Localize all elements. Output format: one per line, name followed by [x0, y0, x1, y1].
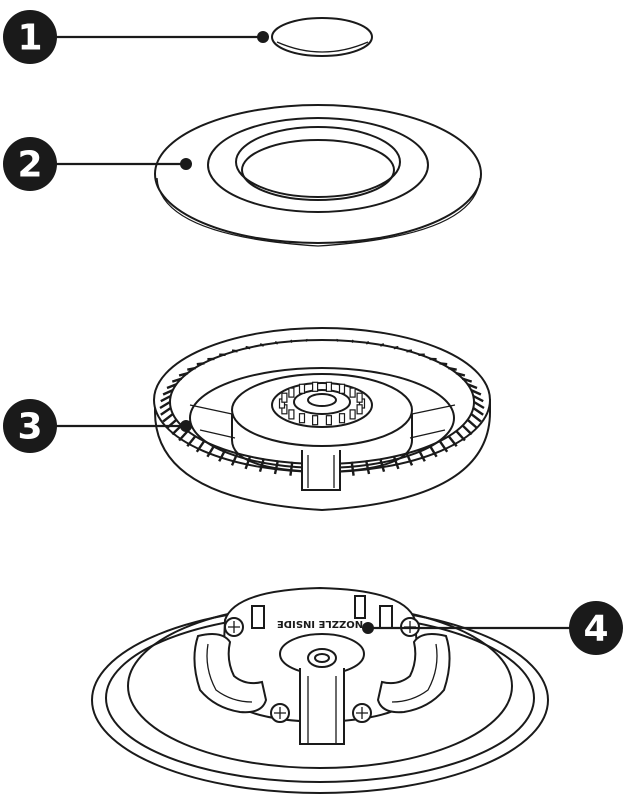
crown-port: [288, 409, 295, 420]
crown-tooth: [392, 455, 400, 470]
crown-tooth: [289, 461, 294, 476]
crown-port: [325, 381, 332, 392]
callout-3: 3: [3, 399, 192, 453]
crown-tooth: [448, 366, 457, 371]
crown-tooth: [244, 455, 252, 470]
crown-tooth: [438, 440, 449, 453]
crown-tooth: [195, 440, 206, 453]
part-2-ring: [154, 104, 482, 247]
crown-tooth: [365, 340, 370, 345]
screw-left: [224, 617, 244, 637]
crown-tooth: [466, 418, 478, 429]
crown-tooth: [160, 407, 172, 416]
crown-tooth: [470, 389, 482, 396]
screw-bottom-left: [270, 703, 290, 723]
crown-tooth: [273, 460, 280, 475]
callout-badge-1: 1: [3, 10, 57, 64]
crown-port: [298, 413, 306, 424]
crown-tooth: [231, 349, 238, 353]
crown-tooth: [187, 366, 196, 371]
crown-tooth: [447, 435, 458, 448]
crown-tooth: [274, 340, 279, 345]
crown-tooth: [230, 452, 239, 466]
crown-tooth: [364, 460, 371, 475]
crown-tooth: [455, 372, 466, 377]
part-3-crown: [153, 327, 491, 512]
screw-bottom-right: [352, 703, 372, 723]
crown-tooth: [379, 343, 385, 347]
crown-tooth: [178, 372, 189, 377]
crown-tooth: [455, 429, 466, 442]
crown-port: [312, 415, 319, 426]
crown-inner-ports: [278, 381, 366, 426]
part-4-base: NOZZLE INSIDE: [91, 586, 549, 794]
crown-tooth: [405, 452, 414, 466]
callout-number-4: 4: [583, 609, 608, 650]
crown-port: [325, 415, 332, 426]
crown-tooth: [393, 345, 399, 350]
callout-4: 4: [362, 601, 623, 655]
crown-port: [298, 383, 306, 394]
crown-tooth: [461, 424, 473, 436]
crown-tooth: [305, 338, 309, 342]
crown-tooth: [470, 412, 482, 423]
crown-port: [338, 383, 346, 394]
crown-tooth: [178, 429, 189, 442]
crown-tooth: [162, 412, 174, 423]
crown-tooth: [160, 394, 172, 403]
crown-tooth: [245, 345, 251, 350]
crown-port: [338, 413, 346, 424]
crown-port: [281, 392, 288, 403]
crown-port: [312, 381, 319, 392]
crown-tooth: [472, 394, 484, 403]
crown-port: [288, 387, 295, 398]
callout-1: 1: [3, 10, 269, 64]
crown-port: [356, 404, 363, 415]
crown-tooth: [406, 349, 413, 353]
crown-port: [349, 387, 356, 398]
crown-tooth: [335, 338, 339, 342]
callout-badge-2: 2: [3, 137, 57, 191]
crown-port: [356, 392, 363, 403]
callout-badge-4: 4: [569, 601, 623, 655]
callout-2: 2: [3, 137, 192, 191]
crown-tooth: [472, 407, 484, 416]
callout-number-3: 3: [17, 407, 42, 448]
callout-number-1: 1: [17, 18, 42, 59]
callout-badge-3: 3: [3, 399, 57, 453]
crown-tooth: [186, 435, 197, 448]
part-1-cap: [271, 17, 373, 57]
crown-tooth: [171, 377, 182, 383]
crown-tooth: [289, 339, 294, 344]
crown-tooth: [166, 383, 177, 390]
crown-tooth: [196, 362, 205, 366]
base-embossed-text: NOZZLE INSIDE: [277, 618, 363, 629]
crown-tooth: [467, 383, 478, 390]
crown-tooth: [259, 343, 265, 347]
crown-tooth: [439, 362, 448, 366]
crown-tooth: [162, 389, 174, 396]
crown-tooth: [473, 400, 485, 410]
crown-tooth: [350, 339, 355, 344]
crown-tooth: [350, 461, 355, 476]
crown-port: [349, 409, 356, 420]
crown-tooth: [159, 400, 171, 410]
crown-tooth: [462, 377, 473, 383]
callout-number-2: 2: [17, 145, 42, 186]
